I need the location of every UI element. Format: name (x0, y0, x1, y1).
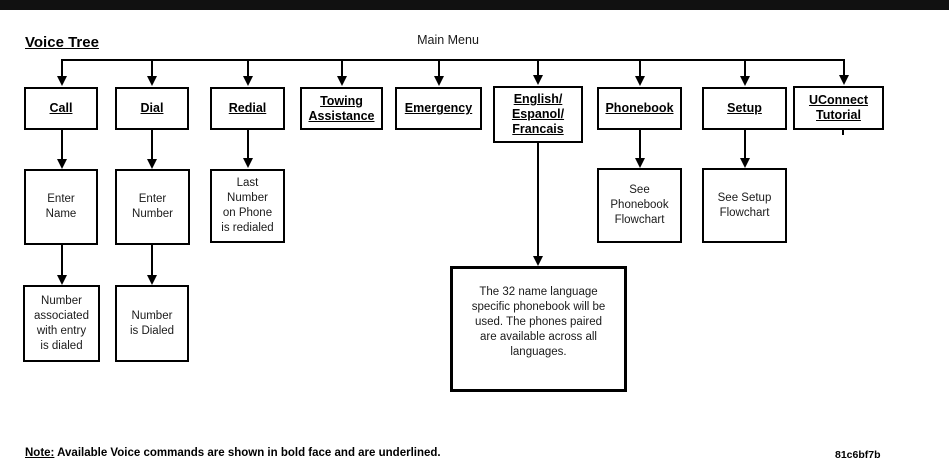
node-call: Call (24, 87, 98, 130)
node-phonebook: Phonebook (597, 87, 682, 130)
arrowhead-icon (56, 76, 67, 86)
arrow-to-phonebook (634, 60, 645, 86)
node-number-associated: Number associated with entry is dialed (23, 285, 100, 362)
footer-note-prefix: Note: (25, 447, 55, 459)
node-redial: Redial (210, 87, 285, 130)
arrow-number-to-dialed (146, 245, 157, 285)
arrow-to-uconnect (838, 60, 849, 85)
arrow-setup-to-flowchart (739, 130, 750, 168)
node-setup: Setup (702, 87, 787, 130)
node-see-phonebook: See Phonebook Flowchart (597, 168, 682, 243)
node-language: English/ Espanol/ Francais (493, 86, 583, 143)
arrowhead-icon (433, 76, 444, 86)
node-towing-assistance: Towing Assistance (300, 87, 383, 130)
arrowhead-icon (634, 76, 645, 86)
arrowhead-icon (838, 75, 849, 85)
top-black-bar (0, 0, 949, 10)
arrowhead-icon (242, 76, 253, 86)
arrowhead-icon (146, 159, 157, 169)
node-see-setup: See Setup Flowchart (702, 168, 787, 243)
arrow-to-setup (739, 60, 750, 86)
arrow-to-dial (146, 60, 157, 86)
arrowhead-icon (634, 158, 645, 168)
arrowhead-icon (739, 76, 750, 86)
arrowhead-icon (336, 76, 347, 86)
arrowhead-icon (242, 158, 253, 168)
doc-code: 81c6bf7b (835, 449, 881, 461)
arrowhead-icon (739, 158, 750, 168)
node-uconnect-tutorial: UConnect Tutorial (793, 86, 884, 130)
arrowhead-icon (56, 275, 67, 285)
arrow-name-to-dialed (56, 245, 67, 285)
node-dial: Dial (115, 87, 189, 130)
node-enter-number: Enter Number (115, 169, 190, 245)
footer-note-text: Available Voice commands are shown in bo… (54, 447, 441, 459)
arrow-to-emergency (433, 60, 444, 86)
arrow-phonebook-to-flowchart (634, 130, 645, 168)
main-menu-line (61, 59, 845, 61)
footer-note: Note: Available Voice commands are shown… (25, 447, 441, 459)
node-emergency: Emergency (395, 87, 482, 130)
node-enter-name: Enter Name (24, 169, 98, 245)
main-menu-label: Main Menu (417, 33, 479, 47)
node-number-dialed: Number is Dialed (115, 285, 189, 362)
arrow-to-towing (336, 60, 347, 86)
arrow-to-language (532, 60, 543, 85)
arrow-call-to-enter-name (56, 130, 67, 169)
arrowhead-icon (146, 275, 157, 285)
arrowhead-icon (146, 76, 157, 86)
node-language-note: The 32 name language specific phonebook … (450, 266, 627, 392)
arrow-dial-to-enter-number (146, 130, 157, 169)
page-title: Voice Tree (25, 34, 99, 51)
arrow-to-call (56, 60, 67, 86)
arrow-redial-to-last-number (242, 130, 253, 168)
uconnect-connector-stub (842, 130, 844, 135)
arrowhead-icon (532, 256, 543, 266)
node-last-number: Last Number on Phone is redialed (210, 169, 285, 243)
arrowhead-icon (56, 159, 67, 169)
arrowhead-icon (532, 75, 543, 85)
arrow-language-to-note (532, 143, 543, 266)
arrow-to-redial (242, 60, 253, 86)
